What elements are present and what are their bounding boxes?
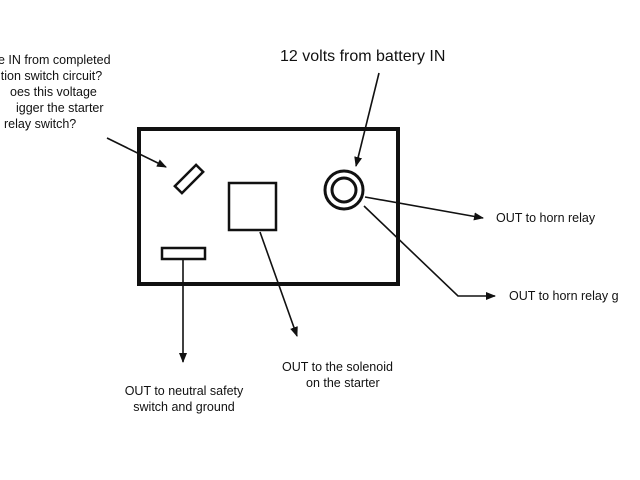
horn-relay-ground-label: OUT to horn relay g [509,289,619,303]
horn-relay-label: OUT to horn relay [496,211,596,225]
relay-housing [137,127,400,286]
ignition-question-label: e IN from completed ition switch circuit… [0,52,111,132]
ignition-question-line-2: ition switch circuit? [0,69,103,83]
ignition-question-line-4: igger the starter [16,101,104,115]
neutral-safety-label: OUT to neutral safety switch and ground [113,383,255,415]
neutral-terminal [160,246,207,261]
arrow-horn-relay-ground [363,205,496,300]
arrow-ignition-in [106,137,167,168]
neutral-safety-line-1: OUT to neutral safety [124,384,244,398]
neutral-safety-line-2: switch and ground [133,400,235,414]
ignition-question-line-1: e IN from completed [0,53,111,67]
solenoid-label: OUT to the solenoid on the starter [282,359,393,391]
ignition-terminal [173,163,205,195]
solenoid-line-2: on the starter [306,376,380,390]
ignition-question-line-3: oes this voltage [10,85,97,99]
arrow-solenoid-out [259,231,298,337]
battery-stud-inner [330,176,358,204]
ignition-question-line-5: relay switch? [4,117,77,131]
solenoid-terminal [227,181,278,232]
arrow-horn-relay [364,196,484,221]
arrow-battery-in [354,72,380,167]
battery-in-label: 12 volts from battery IN [280,48,446,65]
solenoid-line-1: OUT to the solenoid [282,360,393,374]
battery-stud-outer [323,169,365,211]
